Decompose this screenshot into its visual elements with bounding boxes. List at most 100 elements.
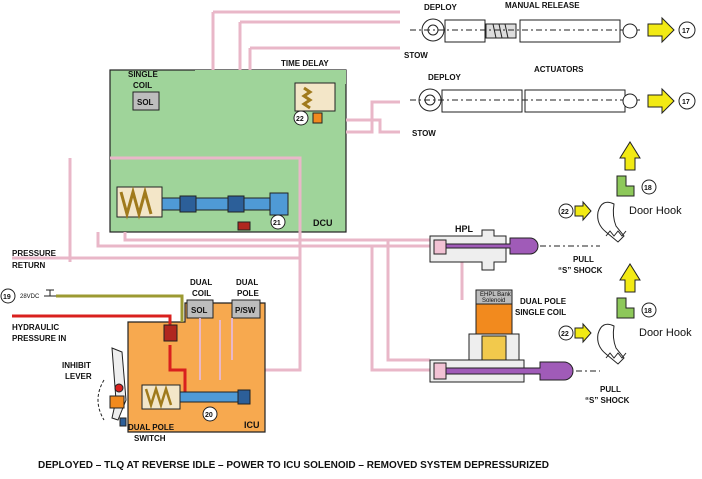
arrow-17-top [647,16,675,44]
psw-label: P/SW [235,306,256,315]
vdc-wire [56,294,184,322]
single-coil-label-2: COIL [133,81,152,90]
ehpl-piston-rod [445,361,574,381]
ref-22-c [558,325,574,341]
ref-21-text: 21 [273,220,281,227]
vdc-switch [44,289,56,297]
caption: DEPLOYED – TLQ AT REVERSE IDLE – POWER T… [38,460,549,471]
manual-release-label: MANUAL RELEASE [505,1,580,10]
actuators-label: ACTUATORS [534,65,584,74]
deploy-top-label: DEPLOY [424,3,458,12]
ref-22-b [558,203,574,219]
dcu-spool-land-2 [227,195,245,213]
hpl-piston-rod [445,237,539,255]
single-coil-label-1: SINGLE [128,70,158,79]
arrow-22-c [574,322,592,344]
door-hook-2-spring [605,352,627,359]
ref-17-b [678,92,696,110]
ref-20 [202,406,218,422]
return-lines [12,10,505,372]
ref-18-a-text: 18 [644,185,652,192]
dcu-spool-land-1 [179,195,197,213]
ehpl-label-1: EHPL Bank [480,292,512,298]
hpl-label: HPL [455,224,474,234]
ref-22-c-text: 22 [561,331,569,338]
actuator-middle [410,88,640,113]
dcu-spool-bore [161,197,273,211]
dcu-upper-step [195,70,346,84]
dpsc-label-1: DUAL POLE [520,297,567,306]
ref-19 [0,288,16,304]
pull-shock-2a: PULL [600,385,621,394]
inhibit-label-1: INHIBIT [62,361,91,370]
arrow-22-b [574,200,592,222]
ehpl-label-2: Solenoid [482,298,505,304]
inhibit-red-indicator [114,383,124,393]
icu-spool-bore [179,391,246,403]
time-delay-housing [294,82,336,112]
dcu-spring [119,186,153,220]
door-hook-1-spring [605,230,627,237]
ref-21 [270,214,286,230]
inhibit-label-2: LEVER [65,372,92,381]
ref-20-text: 20 [205,412,213,419]
ref-17-a [678,21,696,39]
ref-18-a [641,179,657,195]
stow-mid-label: STOW [412,129,436,138]
vdc-label: 28VDC [20,294,40,300]
time-delay-spring [301,86,313,110]
pressure-label: PRESSURE [12,249,57,258]
icu-spring [144,384,173,410]
door-hook-1-label: Door Hook [629,205,682,217]
icu-block [127,302,266,433]
time-delay-orifice [312,112,323,124]
ref-19-text: 19 [3,294,11,301]
hpl-piston-head [433,239,447,255]
dcu-check-valve [237,221,251,231]
icu-internal-lines [199,318,233,380]
dcu-spool-end [269,192,289,216]
ref-17-b-text: 17 [682,99,690,106]
ref-17-a-text: 17 [682,28,690,35]
dps-label-2: SWITCH [134,434,166,443]
ehpl-piston-head [433,362,447,380]
green-tab-2 [616,297,635,319]
door-hook-2-label: Door Hook [639,327,692,339]
actuator-top [410,18,640,43]
dual-pole-label-1: DUAL [236,278,258,287]
green-tab-1 [616,175,635,197]
up-arrow-1 [619,141,641,171]
icu-sol-label: SOL [191,306,208,315]
pull-shock-1a: PULL [573,255,594,264]
dpsc-label-2: SINGLE COIL [515,308,566,317]
door-hook-2 [597,323,625,365]
dps-label-1: DUAL POLE [128,423,175,432]
icu-spool-end [237,389,251,405]
deploy-mid-label: DEPLOY [428,73,462,82]
pull-shock-1b: “S” SHOCK [558,266,603,275]
return-label: RETURN [12,261,46,270]
dual-coil-label-2: COIL [192,289,211,298]
pull-shock-2b: “S” SHOCK [585,396,630,405]
hydraulic-label-1: HYDRAULIC [12,323,59,332]
ref-18-b [641,302,657,318]
time-delay-label: TIME DELAY [281,59,329,68]
ehpl-solenoid-body[interactable] [475,303,513,335]
icu-red-valve [163,324,178,342]
dcu-sol-label: SOL [137,98,154,107]
hpl-housing [429,229,507,271]
pressure-switch[interactable] [231,299,261,319]
door-hook-1 [597,201,625,243]
dcu-label: DCU [313,218,333,228]
ref-22-a-text: 22 [296,116,304,123]
ref-18-b-text: 18 [644,308,652,315]
dcu-solenoid[interactable] [132,91,160,111]
inhibit-blue-contact [119,417,127,427]
stow-top-label: STOW [404,51,428,60]
ref-22-a [293,110,309,126]
inhibit-orange-cam [109,395,125,409]
hydraulic-label-2: PRESSURE IN [12,334,66,343]
ref-22-b-text: 22 [561,209,569,216]
up-arrow-2 [619,263,641,293]
